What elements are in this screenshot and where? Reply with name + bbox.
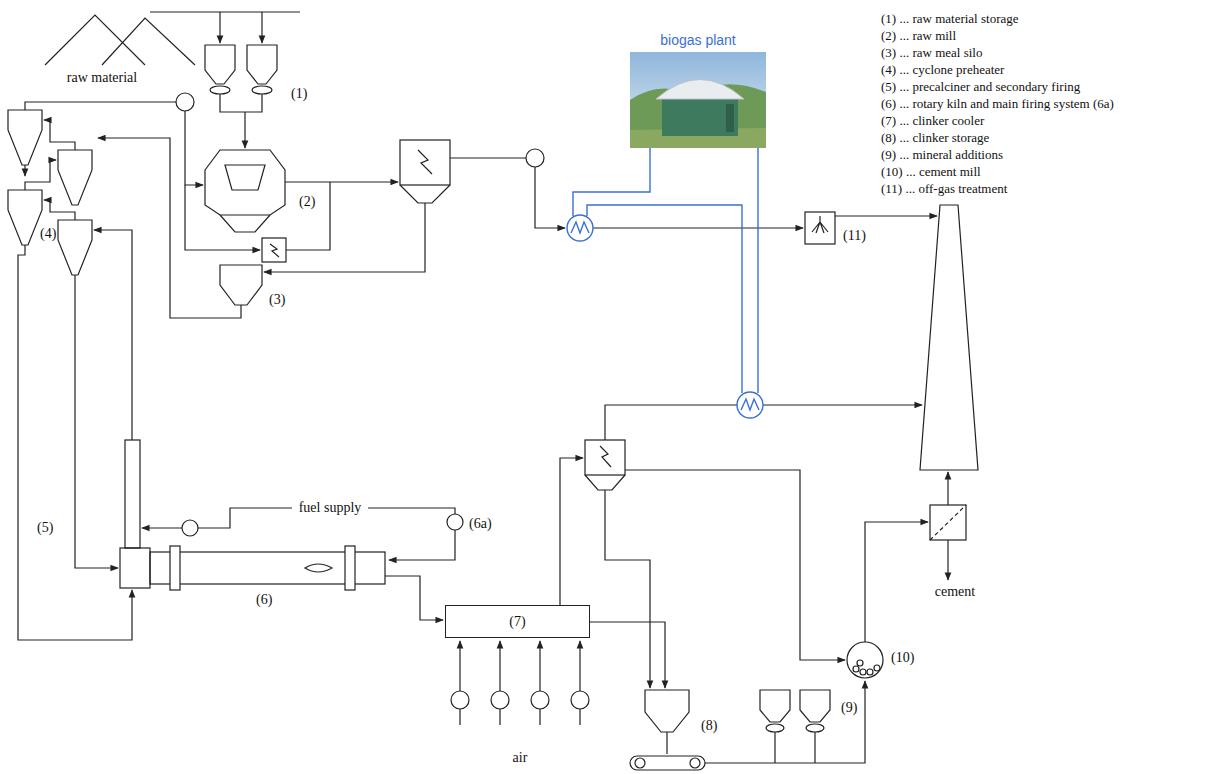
heat-exchanger-loop — [567, 148, 763, 418]
biogas-photo — [630, 52, 766, 148]
legend-entry: (1) ... raw material storage — [880, 12, 1020, 27]
callout-label: (11) — [842, 228, 867, 244]
callout-label: fuel supply — [298, 500, 363, 516]
callout-label: (9) — [840, 700, 858, 716]
biogas-plant: biogas plant — [630, 30, 766, 50]
callout-label: (6) — [255, 592, 273, 608]
legend-entry: (11) ... off-gas treatment — [880, 182, 1008, 197]
legend-entry: (4) ... cyclone preheater — [880, 63, 1005, 78]
callout-label: air — [512, 750, 529, 766]
legend-entry: (8) ... clinker storage — [880, 131, 990, 146]
callout-label: (10) — [890, 650, 915, 666]
legend-entry: (6) ... rotary kiln and main firing syst… — [880, 97, 1115, 112]
legend-entry: (3) ... raw meal silo — [880, 46, 983, 61]
callout-label: (6a) — [468, 516, 493, 532]
clinker-cooler: (7) — [445, 605, 590, 638]
legend-entry: (10) ... cement mill — [880, 165, 982, 180]
callout-label: (2) — [298, 194, 316, 210]
callout-label: cement — [934, 584, 976, 600]
legend-entry: (2) ... raw mill — [880, 29, 957, 44]
node-text: (7) — [509, 614, 525, 630]
callout-label: (4) — [39, 226, 57, 242]
callout-label: (5) — [36, 520, 54, 536]
callout-label: (3) — [268, 292, 286, 308]
callout-label: raw material — [66, 70, 138, 86]
legend-entry: (7) ... clinker cooler — [880, 114, 985, 129]
node-text: biogas plant — [660, 32, 736, 48]
callout-label: (1) — [290, 86, 308, 102]
callout-label: (8) — [700, 718, 718, 734]
legend-entry: (9) ... mineral additions — [880, 148, 1004, 163]
legend-entry: (5) ... precalciner and secondary firing — [880, 80, 1081, 95]
